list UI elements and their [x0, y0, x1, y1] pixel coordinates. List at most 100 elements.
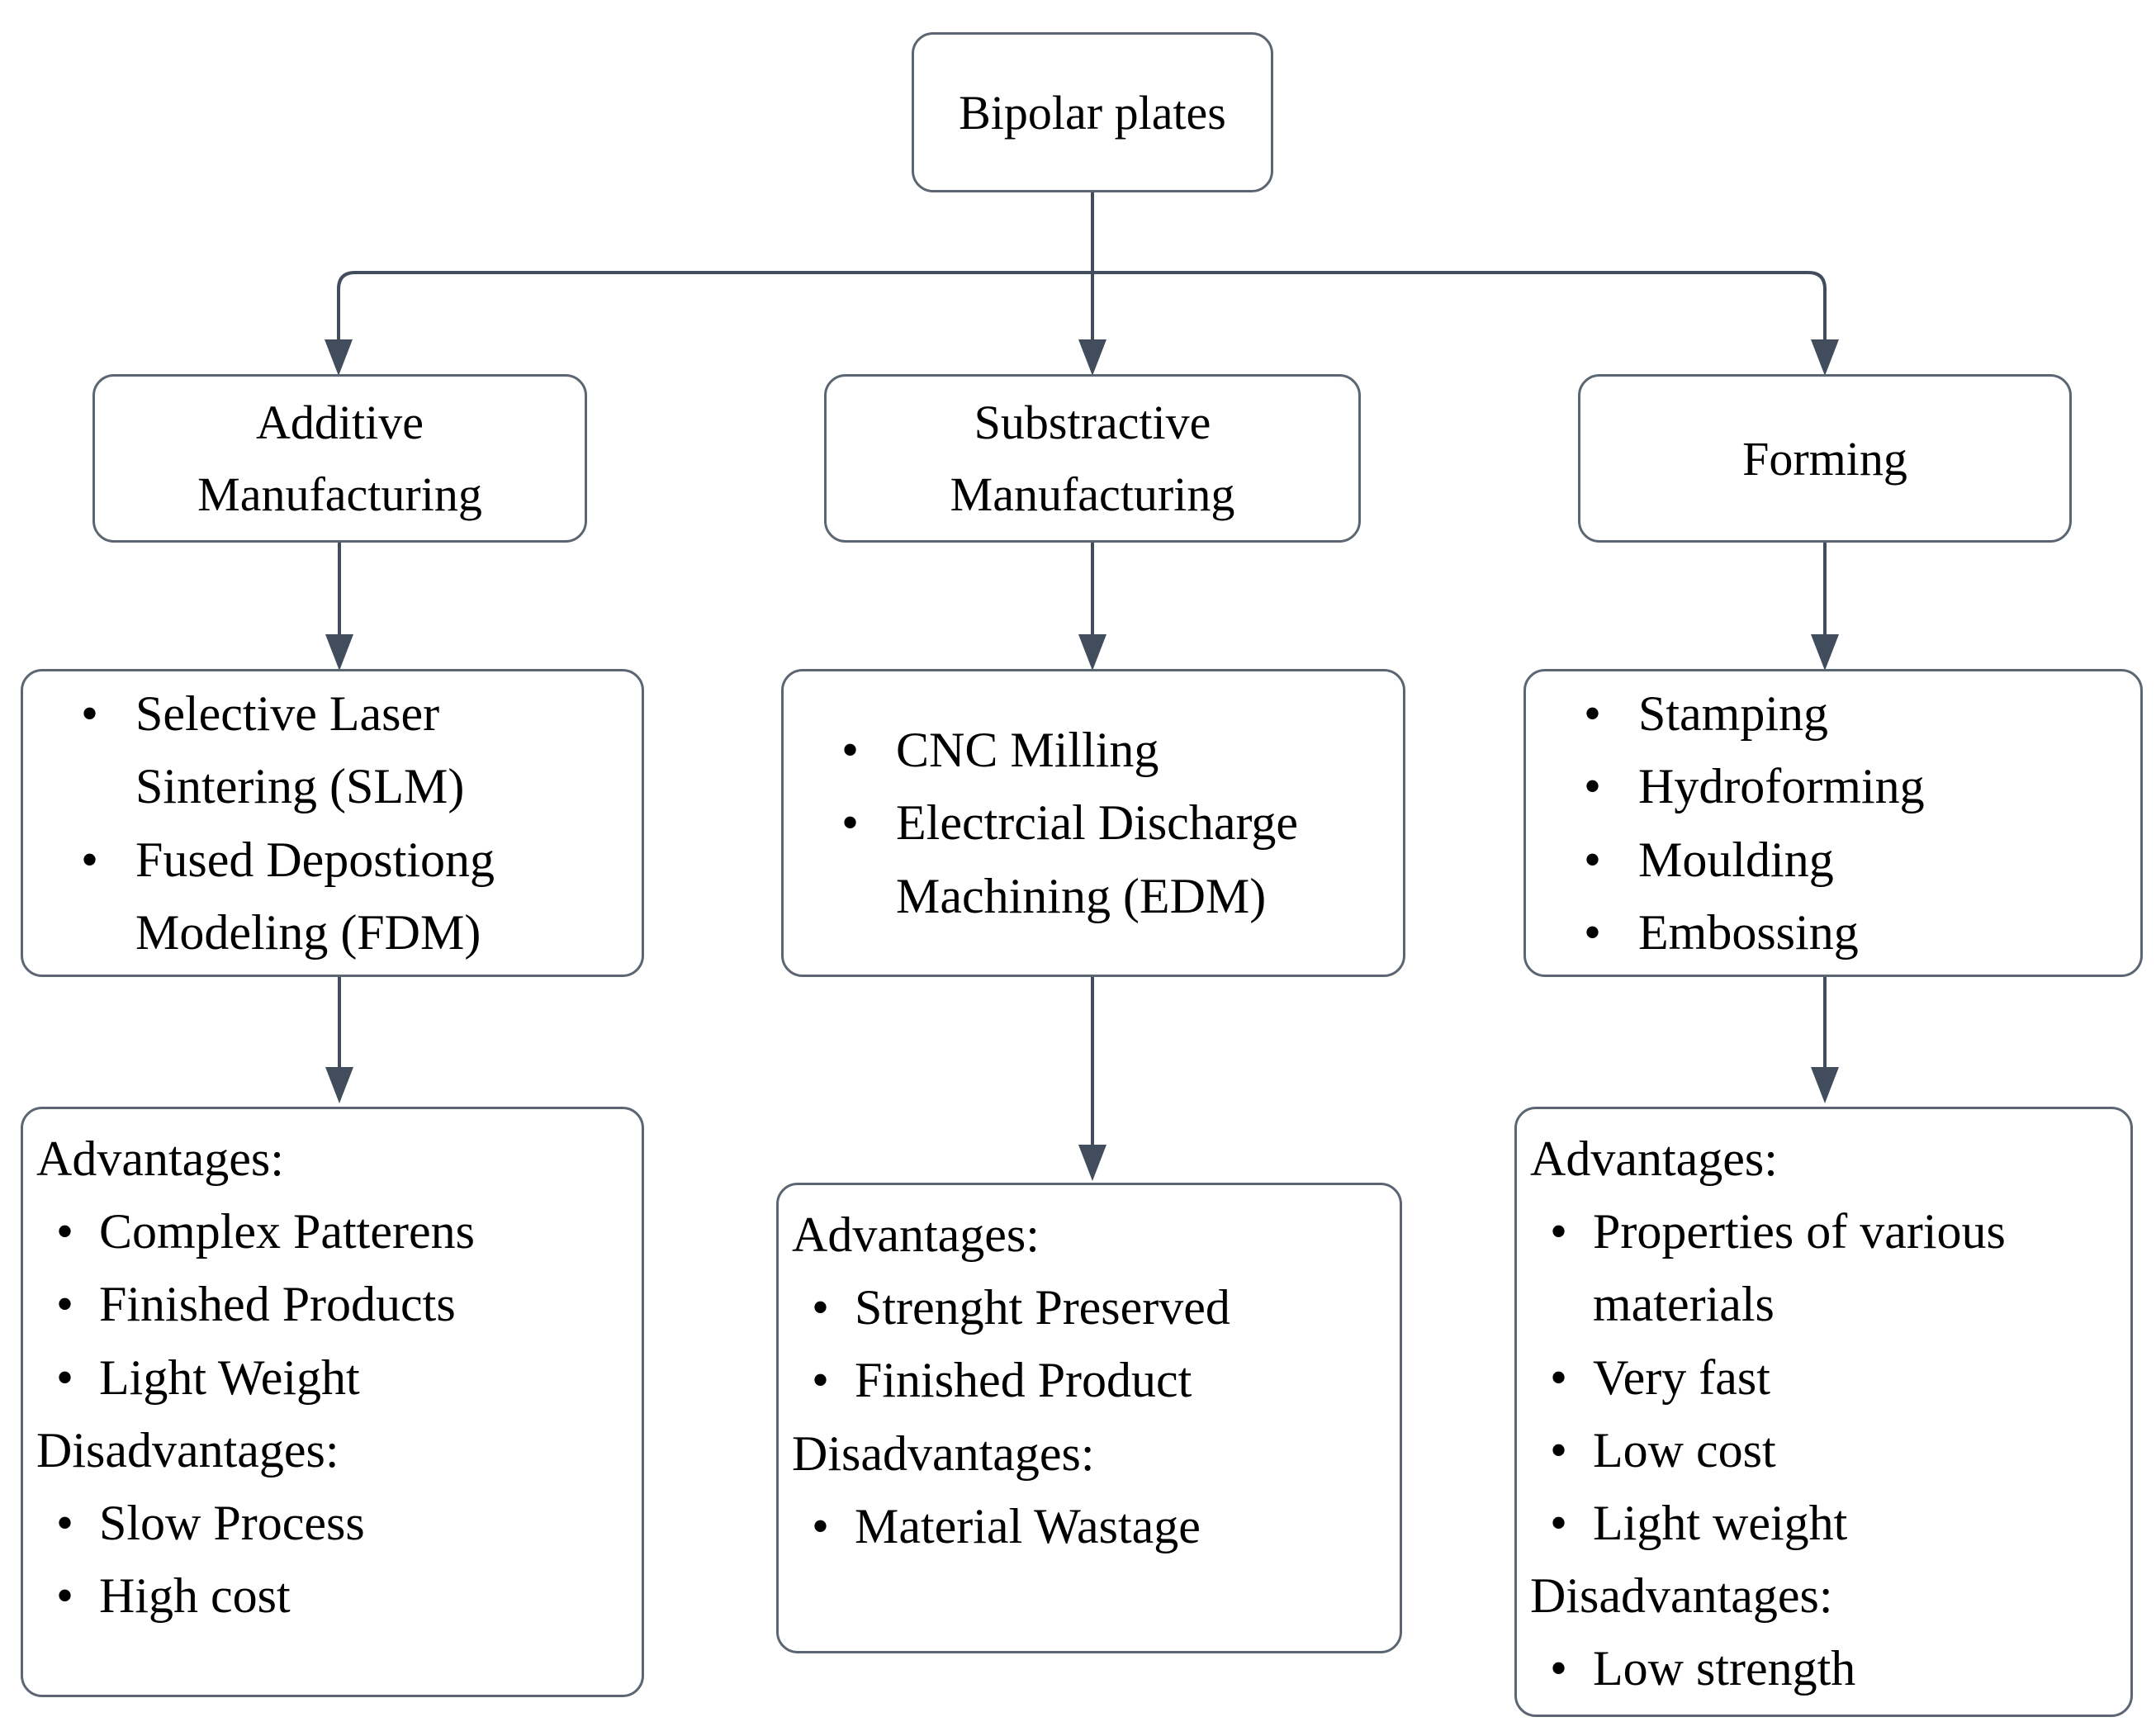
bullet-icon: • — [1550, 1204, 1568, 1259]
list-item: • Material Wastage — [812, 1490, 1385, 1563]
arrowhead-icon — [1811, 339, 1839, 376]
bullet-icon: • — [841, 723, 860, 778]
bullet-icon: • — [56, 1568, 74, 1624]
list-item: • High cost — [56, 1559, 627, 1632]
list-item: • Fused Depostiong Modeling (FDM) — [81, 823, 642, 969]
disadvantages-heading: Disadvantages: — [36, 1422, 339, 1477]
list-item: • Slow Process — [56, 1487, 627, 1559]
list-item-text: Light Weight — [99, 1349, 360, 1405]
list-item-text: Finished Product — [855, 1353, 1192, 1408]
bullet-icon: • — [1550, 1349, 1568, 1405]
pros-cons-node-substractive: Advantages: • Strenght Preserved • Finis… — [776, 1183, 1402, 1653]
root-node-bipolar-plates: Bipolar plates — [912, 32, 1273, 192]
list-item-text: Selective Laser Sintering (SLM) — [135, 686, 465, 814]
list-item: • Finished Products — [56, 1268, 627, 1340]
list-item-text: Electrcial Discharge Machining (EDM) — [896, 795, 1298, 923]
disadvantages-heading: Disadvantages: — [1530, 1568, 1833, 1624]
disadvantages-list: • Slow Process • High cost — [36, 1487, 627, 1632]
list-item: • Light Weight — [56, 1341, 627, 1414]
list-item-text: Very fast — [1593, 1349, 1770, 1405]
advantages-heading: Advantages: — [36, 1131, 284, 1186]
list-item-text: Fused Depostiong Modeling (FDM) — [135, 832, 495, 960]
list-item-text: Embossing — [1638, 904, 1859, 960]
arrowhead-icon — [1078, 339, 1106, 376]
advantages-list: • Complex Patterens • Finished Products … — [36, 1195, 627, 1414]
list-item: • CNC Milling — [841, 714, 1403, 786]
arrowhead-icon — [1078, 634, 1106, 671]
advantages-list: • Properties of various materials • Very… — [1530, 1195, 2116, 1559]
methods-list: • Selective Laser Sintering (SLM) • Fuse… — [23, 677, 642, 969]
bullet-icon: • — [81, 686, 99, 742]
arrowhead-icon — [325, 339, 353, 376]
arrowhead-icon — [325, 1067, 353, 1103]
list-item-text: Slow Process — [99, 1495, 365, 1550]
list-item-text: Low strength — [1593, 1641, 1856, 1696]
bullet-icon: • — [1550, 1641, 1568, 1696]
list-item-text: CNC Milling — [896, 723, 1159, 778]
list-item: • Embossing — [1584, 896, 2140, 969]
list-item-text: High cost — [99, 1568, 291, 1624]
list-item: • Moulding — [1584, 823, 2140, 896]
list-item-text: Low cost — [1593, 1422, 1776, 1477]
list-item: • Low cost — [1550, 1414, 2116, 1487]
bullet-icon: • — [841, 795, 860, 851]
bullet-icon: • — [81, 832, 99, 887]
bullet-icon: • — [1584, 686, 1602, 742]
list-item: • Stamping — [1584, 677, 2140, 750]
list-item: • Light weight — [1550, 1487, 2116, 1559]
arrowhead-icon — [1811, 1067, 1839, 1103]
list-item: • Electrcial Discharge Machining (EDM) — [841, 786, 1403, 932]
methods-list: • CNC Milling • Electrcial Discharge Mac… — [784, 714, 1403, 932]
category-node-additive-manufacturing: Additive Manufacturing — [92, 374, 587, 543]
bullet-icon: • — [56, 1349, 74, 1405]
category-label: Substractive Manufacturing — [950, 396, 1235, 521]
root-node-label: Bipolar plates — [959, 85, 1226, 140]
arrowhead-icon — [1811, 634, 1839, 671]
list-item-text: Complex Patterens — [99, 1204, 475, 1259]
list-item: • Complex Patterens — [56, 1195, 627, 1268]
list-item: • Hydroforming — [1584, 750, 2140, 823]
methods-node-additive: • Selective Laser Sintering (SLM) • Fuse… — [21, 669, 644, 977]
arrowhead-icon — [325, 634, 353, 671]
bullet-icon: • — [56, 1204, 74, 1259]
list-item-text: Stamping — [1638, 686, 1829, 742]
arrowhead-icon — [1078, 1145, 1106, 1181]
list-item-text: Light weight — [1593, 1495, 1848, 1550]
pros-cons-node-additive: Advantages: • Complex Patterens • Finish… — [21, 1107, 644, 1697]
category-label: Additive Manufacturing — [197, 396, 482, 521]
methods-list: • Stamping • Hydroforming • Moulding • E… — [1526, 677, 2140, 969]
bullet-icon: • — [1550, 1422, 1568, 1477]
disadvantages-heading: Disadvantages: — [792, 1425, 1095, 1481]
list-item-text: Strenght Preserved — [855, 1280, 1230, 1335]
category-label: Forming — [1742, 431, 1907, 486]
bullet-icon: • — [812, 1498, 830, 1553]
bullet-icon: • — [812, 1353, 830, 1408]
methods-node-substractive: • CNC Milling • Electrcial Discharge Mac… — [781, 669, 1405, 977]
bullet-icon: • — [56, 1277, 74, 1332]
bullet-icon: • — [1584, 832, 1602, 887]
methods-node-forming: • Stamping • Hydroforming • Moulding • E… — [1523, 669, 2143, 977]
disadvantages-list: • Material Wastage — [792, 1490, 1385, 1563]
branch-line — [337, 271, 1827, 341]
bullet-icon: • — [812, 1280, 830, 1335]
list-item: • Strenght Preserved — [812, 1271, 1385, 1344]
pros-cons-node-forming: Advantages: • Properties of various mate… — [1514, 1107, 2133, 1717]
advantages-heading: Advantages: — [1530, 1131, 1778, 1186]
bullet-icon: • — [1550, 1495, 1568, 1550]
bullet-icon: • — [56, 1495, 74, 1550]
bullet-icon: • — [1584, 904, 1602, 960]
list-item: • Low strength — [1550, 1632, 2116, 1705]
advantages-heading: Advantages: — [792, 1207, 1040, 1262]
list-item-text: Finished Products — [99, 1277, 456, 1332]
category-node-forming: Forming — [1578, 374, 2072, 543]
list-item: • Selective Laser Sintering (SLM) — [81, 677, 642, 823]
list-item-text: Hydroforming — [1638, 759, 1925, 814]
advantages-list: • Strenght Preserved • Finished Product — [792, 1271, 1385, 1416]
bullet-icon: • — [1584, 759, 1602, 814]
category-node-substractive-manufacturing: Substractive Manufacturing — [824, 374, 1361, 543]
list-item-text: Material Wastage — [855, 1498, 1201, 1553]
list-item: • Very fast — [1550, 1341, 2116, 1414]
list-item-text: Moulding — [1638, 832, 1834, 887]
disadvantages-list: • Low strength — [1530, 1632, 2116, 1705]
